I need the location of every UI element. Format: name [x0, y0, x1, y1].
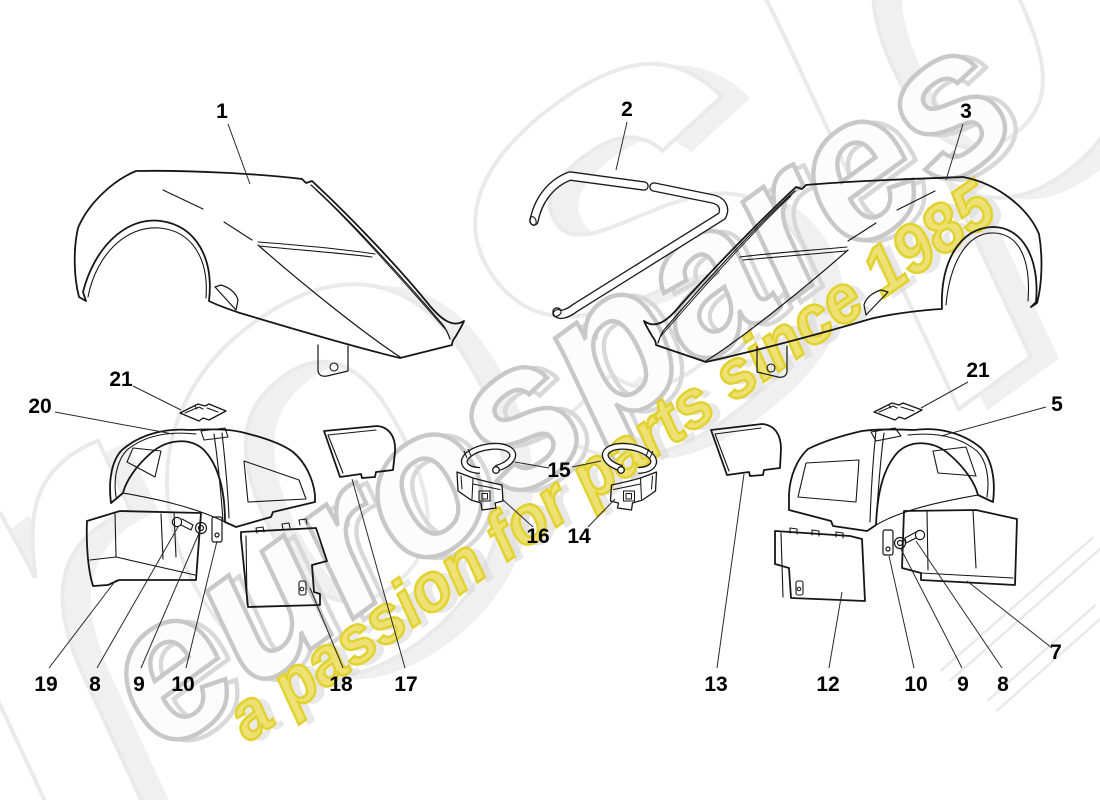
svg-text:5: 5 — [1051, 393, 1063, 416]
svg-text:18: 18 — [329, 673, 353, 696]
svg-text:7: 7 — [1050, 641, 1062, 664]
svg-text:13: 13 — [704, 673, 727, 696]
svg-text:9: 9 — [957, 673, 969, 696]
svg-text:21: 21 — [966, 359, 990, 382]
svg-text:19: 19 — [34, 673, 57, 696]
svg-text:1: 1 — [216, 100, 228, 123]
svg-text:21: 21 — [109, 368, 133, 391]
svg-text:10: 10 — [904, 673, 927, 696]
svg-text:10: 10 — [171, 673, 194, 696]
svg-text:3: 3 — [960, 100, 972, 123]
svg-text:20: 20 — [28, 395, 51, 418]
svg-text:15: 15 — [547, 459, 571, 482]
svg-text:8: 8 — [89, 673, 101, 696]
svg-text:14: 14 — [567, 525, 591, 548]
svg-text:17: 17 — [394, 673, 417, 696]
svg-text:2: 2 — [621, 98, 633, 121]
svg-text:16: 16 — [526, 525, 549, 548]
svg-text:12: 12 — [816, 673, 839, 696]
svg-text:8: 8 — [997, 673, 1009, 696]
svg-text:9: 9 — [133, 673, 145, 696]
